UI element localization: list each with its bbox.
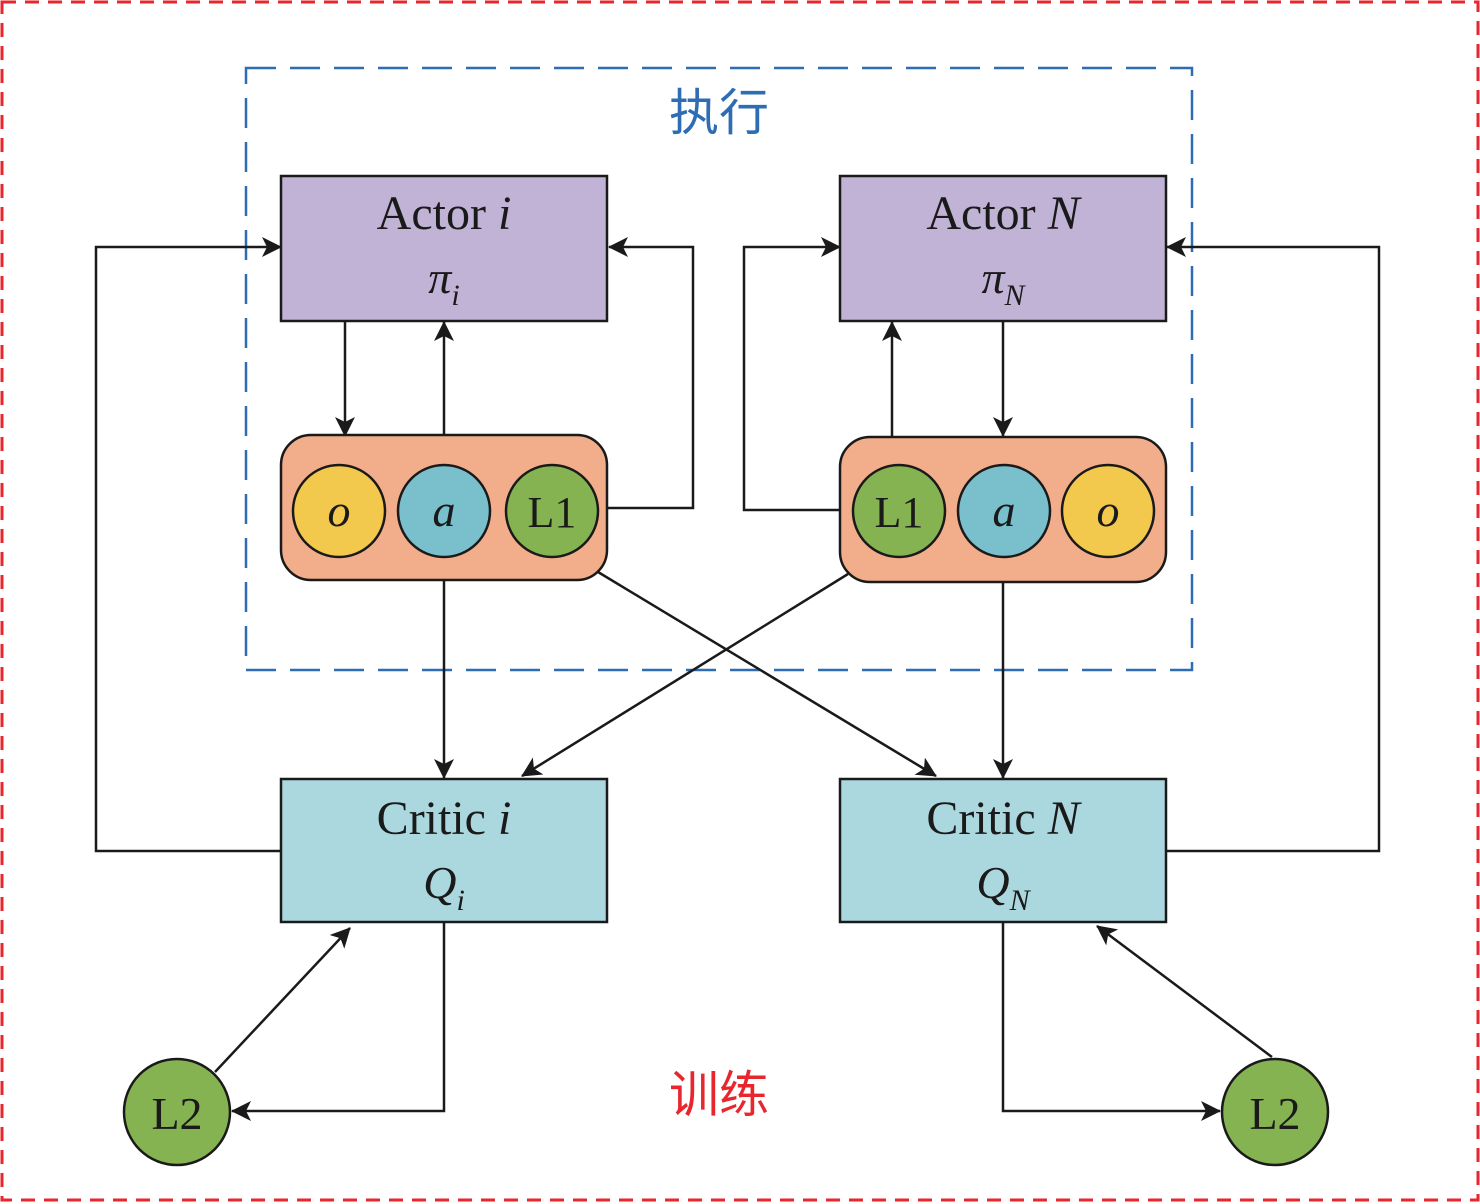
observation-i-label: o — [328, 485, 351, 536]
arrow-group-i-to-critic-n — [597, 570, 937, 778]
arrow-group-n-to-critic-i — [521, 572, 849, 778]
execution-label: 执行 — [669, 84, 769, 142]
arrow-l2-n-to-critic-n — [1096, 924, 1273, 1059]
l1-n-label: L1 — [875, 488, 924, 537]
actor-i-policy: πi — [428, 252, 459, 312]
arrow-critic-n-to-actor-n — [1166, 237, 1381, 853]
actor-i-title: Actor i — [377, 187, 512, 240]
action-i-circle — [396, 463, 492, 559]
observation-i-circle — [291, 463, 387, 559]
agent-i-group: o a L1 — [279, 433, 609, 582]
training-label: 训练 — [669, 1066, 769, 1124]
l1-n-circle — [851, 463, 947, 559]
arrow-l1-i-to-actor-i — [608, 237, 695, 510]
critic-i-title: Critic i — [377, 792, 512, 845]
arrow-critic-n-to-l2 — [1001, 922, 1221, 1121]
l2-n-label: L2 — [1249, 1088, 1300, 1139]
connectors — [94, 237, 1381, 1121]
l1-i-circle — [504, 463, 600, 559]
critic-n-box: Critic N QN — [838, 777, 1168, 924]
execution-region — [244, 66, 1194, 672]
observation-n-circle — [1060, 463, 1156, 559]
actor-n-box: Actor N πN — [838, 174, 1168, 323]
l1-i-label: L1 — [528, 488, 577, 537]
arrow-critic-i-to-actor-i — [94, 237, 282, 853]
critic-n-title: Critic N — [926, 792, 1082, 845]
actor-n-title: Actor N — [926, 187, 1082, 240]
arrow-l2-i-to-critic-i — [214, 927, 351, 1073]
critic-n-q: QN — [976, 857, 1031, 917]
critic-i-box: Critic i Qi — [279, 777, 609, 924]
l2-i-node: L2 — [122, 1057, 232, 1167]
action-i-label: a — [433, 485, 456, 536]
agent-n-group: L1 a o — [838, 435, 1168, 584]
l2-i-label: L2 — [151, 1088, 202, 1139]
actor-i-box: Actor i πi — [279, 174, 609, 323]
critic-i-q: Qi — [423, 857, 465, 917]
action-n-circle — [956, 463, 1052, 559]
arrow-critic-i-to-l2 — [231, 922, 446, 1121]
l2-n-node: L2 — [1220, 1057, 1330, 1167]
observation-n-label: o — [1097, 485, 1120, 536]
actor-n-policy: πN — [981, 252, 1026, 312]
arrow-l1-n-to-actor-n — [742, 237, 841, 512]
action-n-label: a — [993, 485, 1016, 536]
